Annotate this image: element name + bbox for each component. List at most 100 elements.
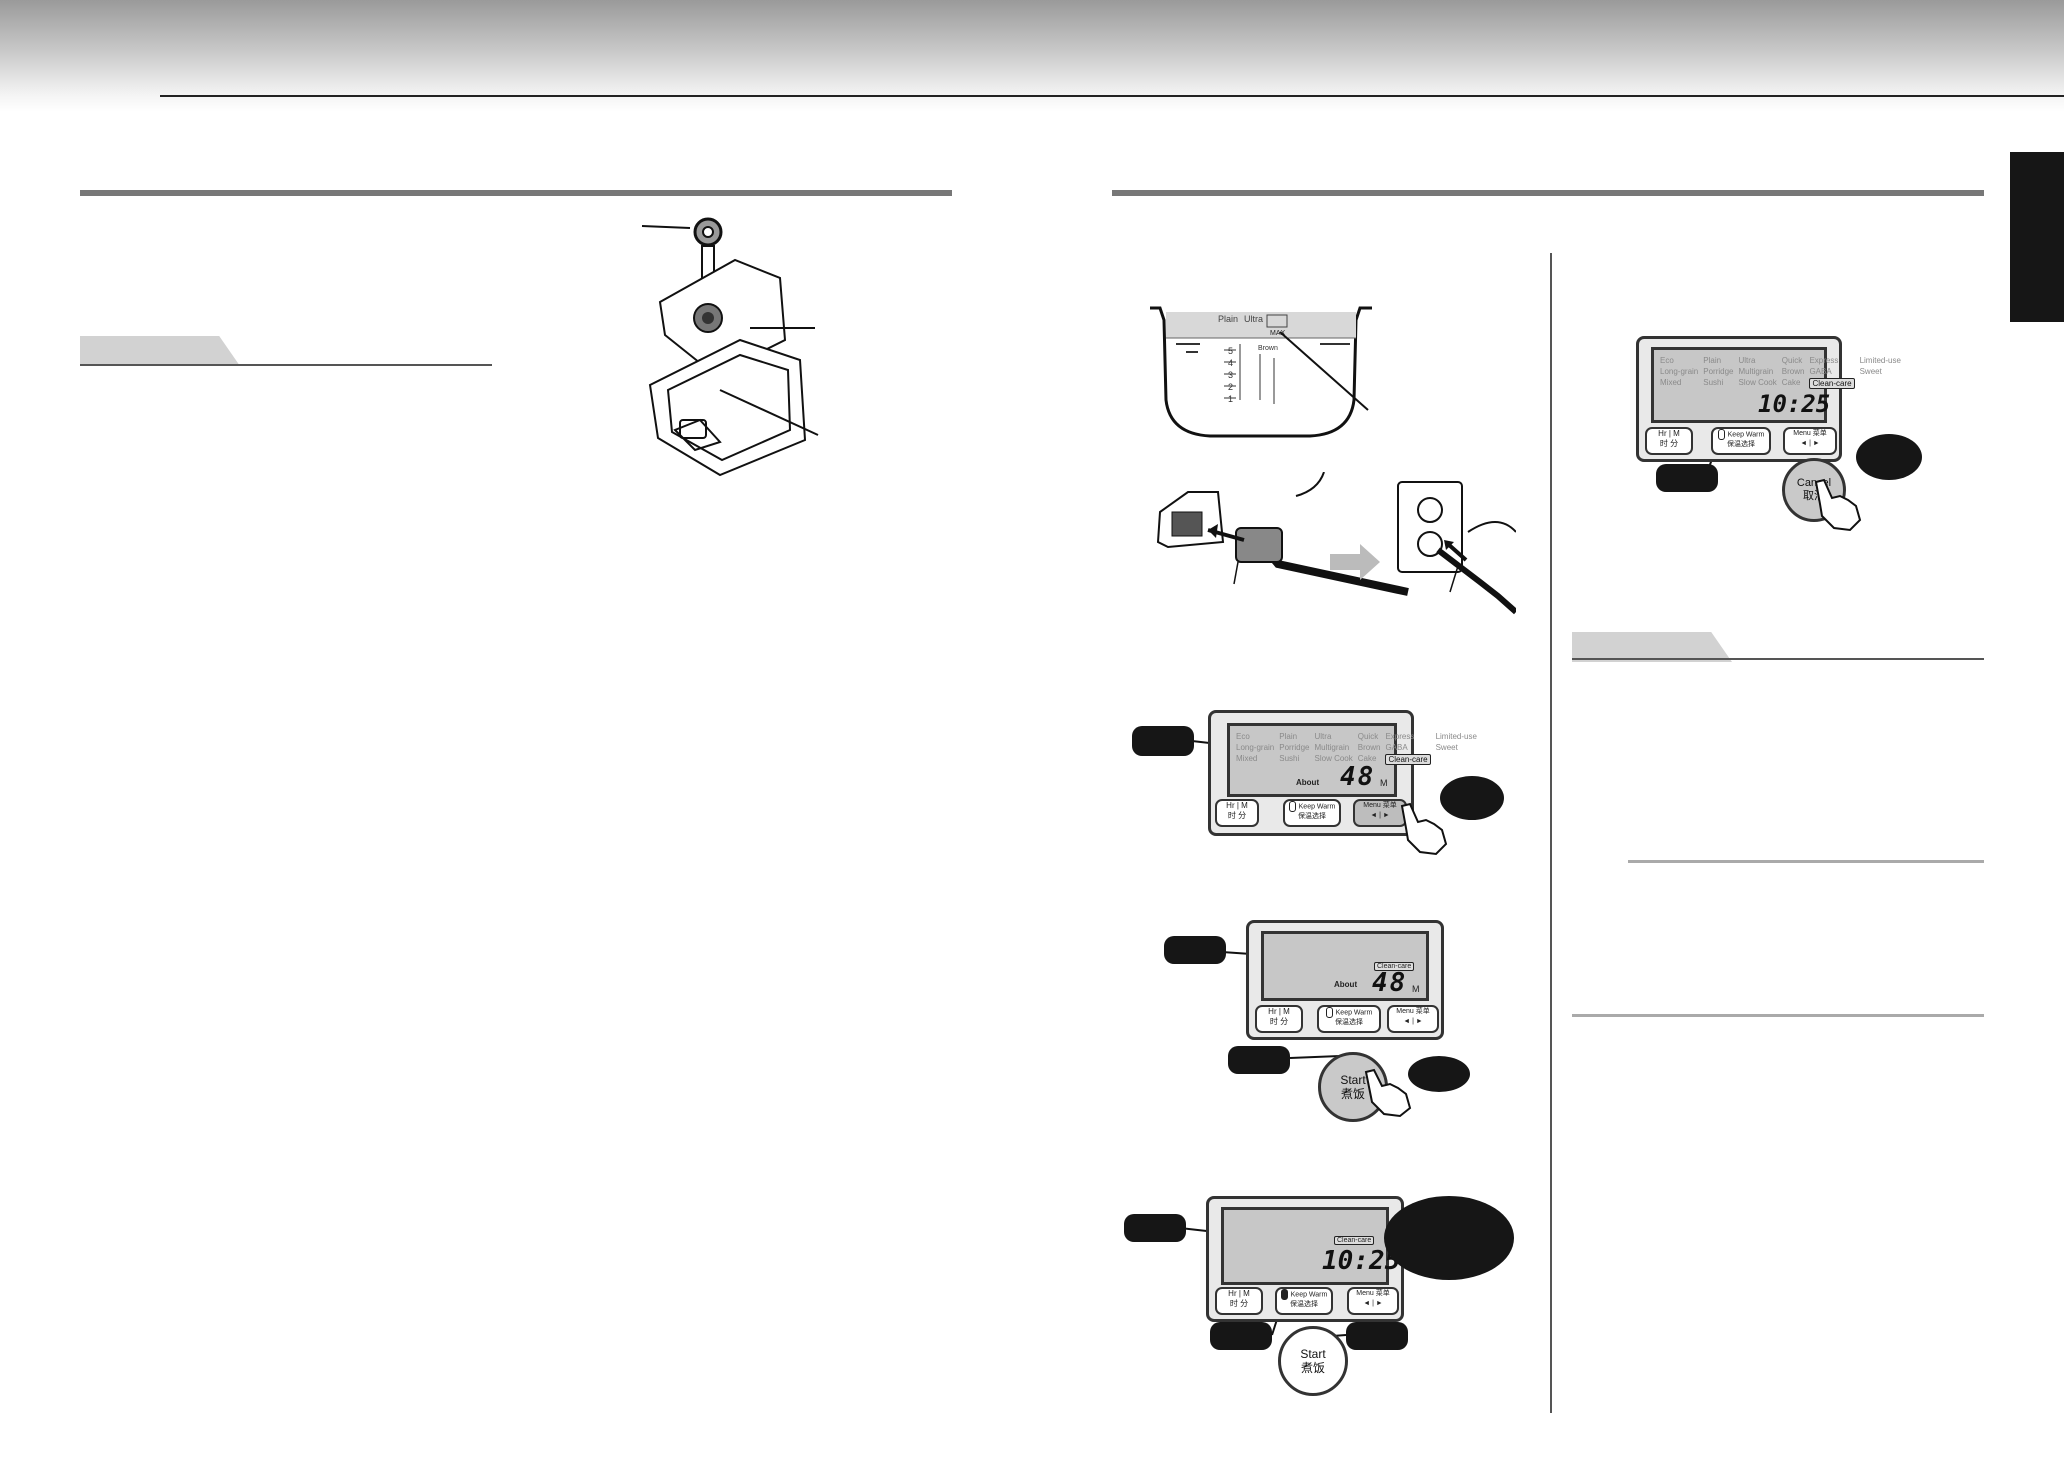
menu-button[interactable]: Menu 菜单 ◄ | ► bbox=[1783, 427, 1837, 455]
menu-item: Sweet bbox=[1435, 743, 1458, 752]
pot-mark-1: 1 bbox=[1228, 394, 1233, 404]
m-label: M bbox=[1673, 429, 1680, 438]
menu-item: Brown bbox=[1781, 367, 1805, 376]
pot-label-ultra: Ultra bbox=[1244, 314, 1263, 324]
led-icon bbox=[1717, 429, 1725, 440]
hr-label: Hr bbox=[1226, 801, 1235, 810]
menu-item: Brown bbox=[1357, 743, 1381, 752]
keep-warm-button[interactable]: Keep Warm 保温选择 bbox=[1711, 427, 1771, 455]
menu-item: Express bbox=[1809, 356, 1839, 365]
m-label: M bbox=[1241, 801, 1248, 810]
menu-arrows: ◄ | ► bbox=[1403, 1018, 1423, 1025]
m-label: M bbox=[1283, 1007, 1290, 1016]
right-subheading-tab bbox=[1572, 632, 1732, 662]
menu-list: Eco Plain Ultra Quick Express Limited-us… bbox=[1660, 356, 1901, 389]
lcd-screen: Clean-care 10:25 bbox=[1221, 1207, 1400, 1285]
menu-item: Multigrain bbox=[1314, 743, 1350, 752]
menu-item: Limited-use bbox=[1435, 732, 1477, 741]
menu-label: Menu 菜单 bbox=[1396, 1008, 1430, 1015]
menu-item: Long-grain bbox=[1236, 743, 1275, 752]
pointing-hand-icon bbox=[1400, 802, 1448, 856]
menu-item: Porridge bbox=[1703, 367, 1734, 376]
hr-cn-label: 时 bbox=[1229, 1299, 1238, 1308]
keep-warm-button[interactable]: Keep Warm 保温选择 bbox=[1317, 1005, 1381, 1033]
speech-bubble bbox=[1856, 434, 1922, 480]
callout-label-pill bbox=[1228, 1046, 1290, 1074]
menu-item: Sweet bbox=[1859, 367, 1882, 376]
menu-item: Sushi bbox=[1279, 754, 1300, 763]
inner-pot-illustration: Plain Ultra MAX 5 4 3 2 1 Brown bbox=[1150, 306, 1372, 438]
left-subheading-tab bbox=[80, 336, 240, 366]
time-digits: 10:25 bbox=[1758, 390, 1831, 418]
m-cn-label: 分 bbox=[1240, 1299, 1249, 1308]
keep-warm-cn-label: 保温选择 bbox=[1335, 1019, 1363, 1027]
keep-warm-button[interactable]: Keep Warm 保温选择 bbox=[1275, 1287, 1333, 1315]
keep-warm-cn-label: 保温选择 bbox=[1298, 813, 1326, 821]
keep-warm-label: Keep Warm bbox=[1298, 803, 1336, 811]
menu-item: Quick bbox=[1781, 356, 1803, 365]
menu-item: Long-grain bbox=[1660, 367, 1699, 376]
hr-label: Hr bbox=[1658, 429, 1667, 438]
note-rule-1 bbox=[1628, 860, 1984, 863]
hr-cn-label: 时 bbox=[1227, 811, 1236, 820]
hr-m-button[interactable]: Hr | M 时 分 bbox=[1215, 799, 1259, 827]
speech-bubble bbox=[1408, 1056, 1470, 1092]
pointing-hand-icon bbox=[1814, 478, 1862, 532]
hr-m-button[interactable]: Hr | M 时 分 bbox=[1215, 1287, 1263, 1315]
menu-item: Porridge bbox=[1279, 743, 1310, 752]
start-button[interactable]: Start 煮饭 bbox=[1278, 1326, 1348, 1396]
menu-button[interactable]: Menu 菜单 ◄ | ► bbox=[1347, 1287, 1399, 1315]
pot-mark-2: 2 bbox=[1228, 382, 1233, 392]
menu-label: Menu 菜单 bbox=[1363, 802, 1397, 809]
start-label: Start bbox=[1340, 1073, 1366, 1087]
menu-item: GABA bbox=[1809, 367, 1832, 376]
keep-warm-label: Keep Warm bbox=[1727, 431, 1765, 439]
time-digits: 48 bbox=[1340, 762, 1376, 792]
hr-label: Hr bbox=[1228, 1289, 1237, 1298]
led-icon bbox=[1280, 1289, 1288, 1300]
keep-warm-cn-label: 保温选择 bbox=[1727, 441, 1755, 449]
keep-warm-button[interactable]: Keep Warm 保温选择 bbox=[1283, 799, 1341, 827]
menu-button[interactable]: Menu 菜单 ◄ | ► bbox=[1387, 1005, 1439, 1033]
callout-label-pill bbox=[1210, 1322, 1272, 1350]
speech-bubble bbox=[1384, 1196, 1514, 1280]
column-separator bbox=[1550, 253, 1552, 1413]
menu-item: Cake bbox=[1781, 378, 1801, 387]
menu-item: Limited-use bbox=[1859, 356, 1901, 365]
m-cn-label: 分 bbox=[1238, 811, 1247, 820]
keep-warm-label: Keep Warm bbox=[1290, 1291, 1328, 1299]
menu-item: Express bbox=[1385, 732, 1415, 741]
menu-item: Plain bbox=[1703, 356, 1722, 365]
menu-item: Plain bbox=[1279, 732, 1298, 741]
hr-m-button[interactable]: Hr | M 时 分 bbox=[1255, 1005, 1303, 1033]
lcd-panel-menu-select: Eco Plain Ultra Quick Express Limited-us… bbox=[1208, 710, 1477, 836]
menu-item: Slow Cook bbox=[1314, 754, 1353, 763]
lcd-panel-cancel: Eco Plain Ultra Quick Express Limited-us… bbox=[1636, 336, 1901, 462]
time-unit: M bbox=[1412, 984, 1420, 994]
start-cn-label: 煮饭 bbox=[1340, 1087, 1365, 1101]
left-section-rule bbox=[80, 190, 952, 196]
left-subheading-rule bbox=[80, 364, 492, 366]
menu-item-selected: Clean-care bbox=[1809, 378, 1855, 389]
hr-cn-label: 时 bbox=[1269, 1017, 1278, 1026]
hr-cn-label: 时 bbox=[1659, 439, 1668, 448]
menu-item-selected: Clean-care bbox=[1385, 754, 1431, 765]
menu-item: Sushi bbox=[1703, 378, 1724, 387]
menu-arrows: ◄ | ► bbox=[1363, 1300, 1383, 1307]
pot-label-brown: Brown bbox=[1258, 345, 1278, 352]
hr-m-button[interactable]: Hr | M 时 分 bbox=[1645, 427, 1693, 455]
about-label: About bbox=[1296, 778, 1320, 787]
time-digits: 48 bbox=[1372, 968, 1408, 998]
menu-label: Menu 菜单 bbox=[1793, 430, 1827, 437]
pot-label-max: MAX bbox=[1270, 330, 1286, 337]
keep-warm-cn-label: 保温选择 bbox=[1290, 1301, 1318, 1309]
menu-button[interactable]: Menu 菜单 ◄ | ► bbox=[1353, 799, 1407, 827]
callout-label-pill bbox=[1124, 1214, 1186, 1242]
right-subheading-rule bbox=[1572, 658, 1984, 660]
speech-bubble bbox=[1440, 776, 1504, 820]
pot-mark-4: 4 bbox=[1228, 358, 1233, 368]
lcd-panel-running: Clean-care 10:25 Hr | M 时 分 Keep Warm 保温… bbox=[1206, 1196, 1404, 1322]
callout-label-pill bbox=[1656, 464, 1718, 492]
callout-label-pill bbox=[1164, 936, 1226, 964]
